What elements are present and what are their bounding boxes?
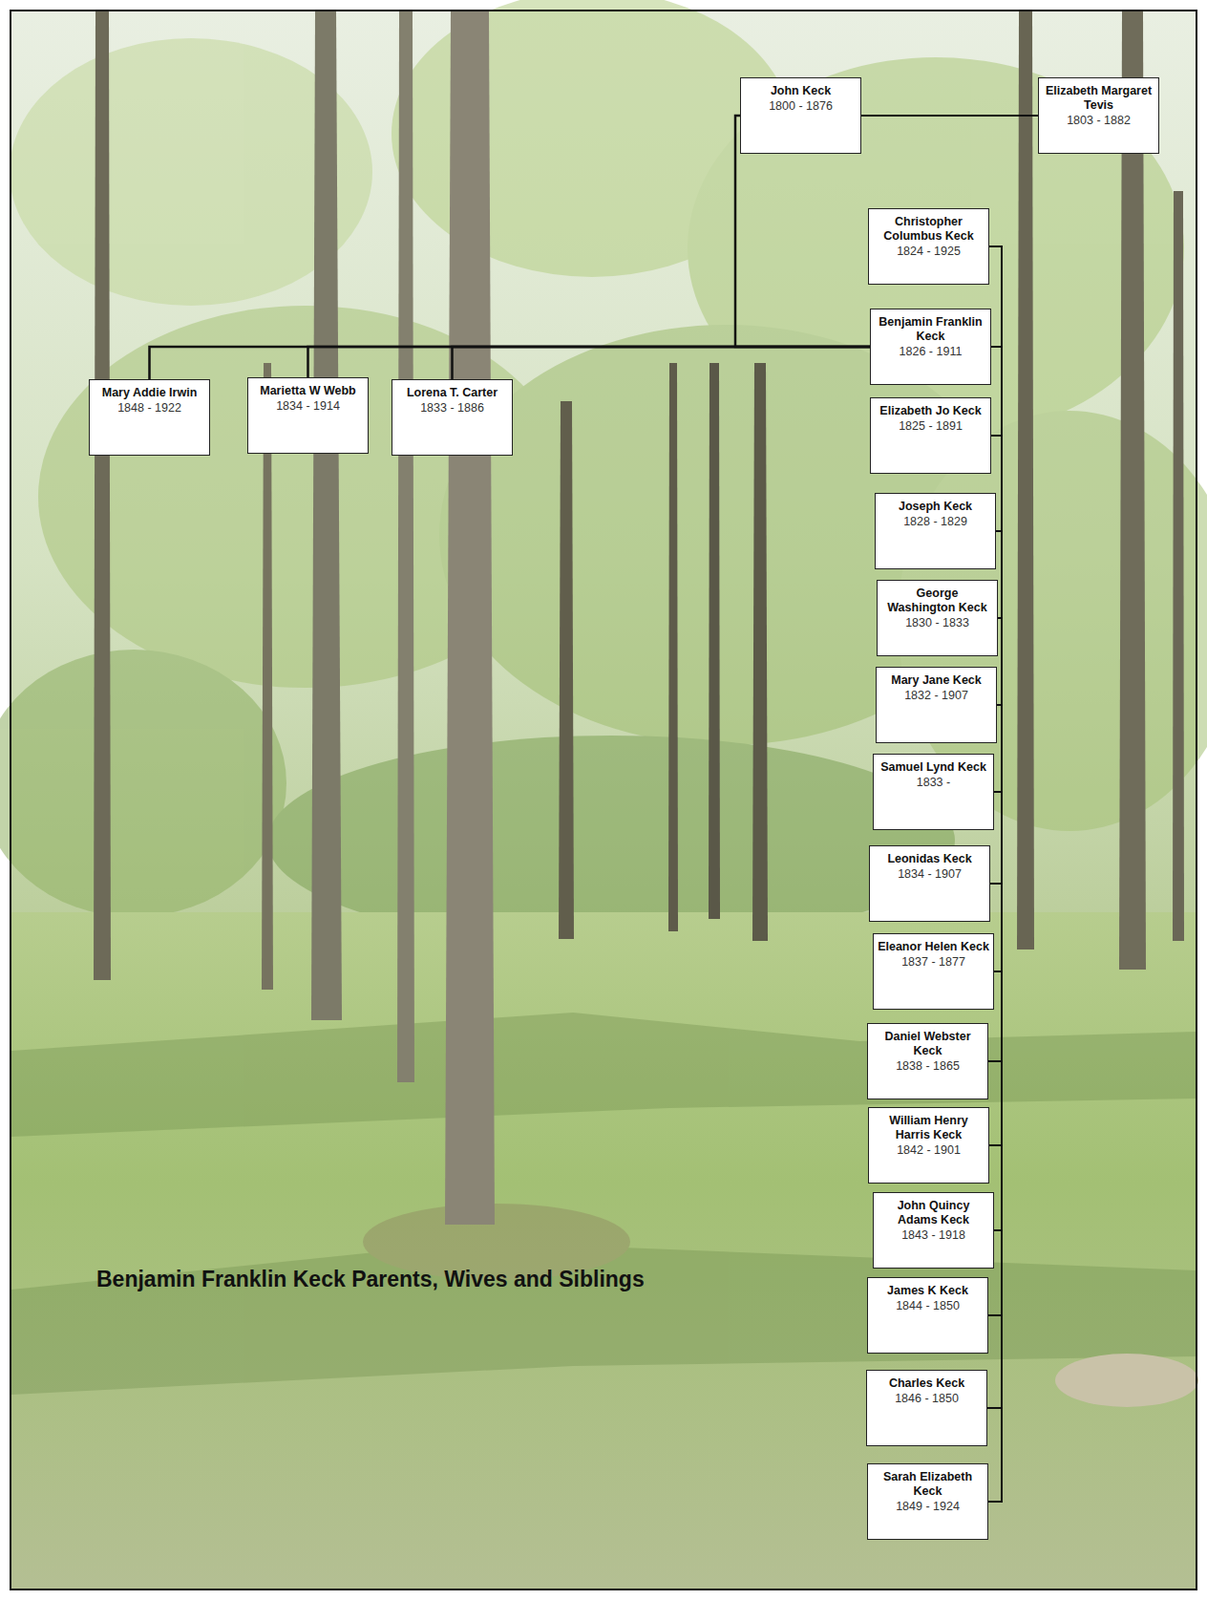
person-box: Mary Addie Irwin1848 - 1922	[88, 379, 211, 456]
sibling-bracket	[988, 1060, 1002, 1145]
tree-trunk	[311, 11, 342, 1020]
family-line	[308, 346, 871, 378]
person-name: Mary Jane Keck	[880, 673, 993, 688]
person-box: George Washington Keck1830 - 1833	[876, 579, 998, 657]
family-line	[452, 346, 871, 380]
person-name: Samuel Lynd Keck	[877, 760, 990, 775]
life-dates: 1800 - 1876	[744, 98, 857, 114]
person-box: Mary Jane Keck1832 - 1907	[875, 666, 997, 743]
tree-trunk	[1016, 11, 1035, 950]
life-dates: 1834 - 1907	[873, 866, 986, 882]
life-dates: 1834 - 1914	[252, 398, 364, 414]
person-name: Sarah Elizabeth Keck	[871, 1469, 984, 1499]
tree-trunk	[708, 362, 720, 919]
tree-trunk	[261, 362, 274, 990]
tree-trunk	[752, 362, 768, 941]
person-box: Joseph Keck1828 - 1829	[874, 492, 996, 570]
life-dates: 1838 - 1865	[871, 1058, 984, 1074]
life-dates: 1824 - 1925	[872, 243, 985, 259]
tree-trunk	[668, 362, 678, 932]
person-name: Daniel Webster Keck	[871, 1029, 984, 1059]
life-dates: 1844 - 1850	[871, 1297, 984, 1313]
marriage-line	[861, 114, 1038, 117]
stone	[1055, 1353, 1199, 1407]
life-dates: 1849 - 1924	[871, 1498, 984, 1514]
person-box: Sarah Elizabeth Keck1849 - 1924	[867, 1462, 989, 1540]
tree-trunks	[93, 11, 1185, 1225]
life-dates: 1837 - 1877	[877, 953, 990, 970]
person-name: James K Keck	[871, 1283, 984, 1298]
diagram-title: Benjamin Franklin Keck Parents, Wives an…	[96, 1266, 645, 1292]
life-dates: 1842 - 1901	[872, 1142, 985, 1158]
person-name: Elizabeth Jo Keck	[874, 403, 987, 419]
person-name: Eleanor Helen Keck	[877, 939, 990, 954]
life-dates: 1830 - 1833	[881, 614, 994, 631]
person-name: John Quincy Adams Keck	[877, 1198, 990, 1228]
person-box: Lorena T. Carter1833 - 1886	[391, 379, 513, 456]
person-box: Elizabeth Jo Keck1825 - 1891	[869, 397, 992, 474]
life-dates: 1848 - 1922	[93, 400, 206, 416]
person-box: Samuel Lynd Keck1833 -	[872, 753, 995, 830]
sibling-bracket	[987, 1314, 1002, 1408]
person-name: Charles Keck	[870, 1376, 983, 1391]
person-box: Christopher Columbus Keck1824 - 1925	[868, 208, 990, 285]
life-dates: 1803 - 1882	[1042, 112, 1155, 128]
tree-trunk	[558, 401, 574, 939]
person-name: George Washington Keck	[881, 586, 994, 615]
tree-trunk	[1172, 190, 1185, 941]
person-name: Lorena T. Carter	[396, 385, 509, 401]
life-dates: 1826 - 1911	[874, 343, 987, 360]
person-name: Mary Addie Irwin	[93, 385, 206, 401]
shadows	[11, 1012, 1196, 1395]
person-box: Marietta W Webb1834 - 1914	[247, 377, 369, 454]
person-name: Christopher Columbus Keck	[872, 214, 985, 244]
tree-trunk	[444, 11, 495, 1225]
person-box: Eleanor Helen Keck1837 - 1877	[872, 932, 995, 1010]
person-box: John Quincy Adams Keck1843 - 1918	[872, 1191, 995, 1269]
person-name: Joseph Keck	[879, 499, 992, 514]
lawn	[11, 911, 1196, 1589]
tree-trunk	[93, 11, 111, 980]
person-box: Charles Keck1846 - 1850	[866, 1369, 988, 1446]
person-box: Daniel Webster Keck1838 - 1865	[867, 1022, 989, 1100]
life-dates: 1843 - 1918	[877, 1227, 990, 1243]
shadow	[11, 1012, 1196, 1137]
person-box: Elizabeth Margaret Tevis1803 - 1882	[1037, 77, 1160, 154]
family-line	[149, 346, 871, 380]
photo-frame	[10, 10, 1197, 1589]
person-name: Benjamin Franklin Keck	[874, 315, 987, 344]
tree-trunk	[1119, 11, 1146, 970]
person-box: John Keck1800 - 1876	[740, 77, 862, 154]
person-name: Leonidas Keck	[873, 851, 986, 867]
person-name: Elizabeth Margaret Tevis	[1042, 84, 1155, 113]
person-name: William Henry Harris Keck	[872, 1113, 985, 1143]
person-box: Benjamin Franklin Keck1826 - 1911	[869, 308, 992, 385]
tree-trunk	[397, 11, 415, 1082]
life-dates: 1846 - 1850	[870, 1390, 983, 1406]
person-name: Marietta W Webb	[252, 383, 364, 399]
sibling-bracket	[991, 346, 1002, 436]
life-dates: 1833 -	[877, 774, 990, 790]
person-box: James K Keck1844 - 1850	[867, 1276, 989, 1354]
life-dates: 1832 - 1907	[880, 687, 993, 703]
person-box: Leonidas Keck1834 - 1907	[868, 845, 991, 922]
life-dates: 1828 - 1829	[879, 513, 992, 530]
person-box: William Henry Harris Keck1842 - 1901	[868, 1106, 990, 1184]
foliage-patch	[0, 649, 287, 917]
person-name: John Keck	[744, 84, 857, 99]
life-dates: 1825 - 1891	[874, 418, 987, 434]
sibling-bracket	[987, 1407, 1002, 1502]
foliage-patch	[439, 324, 1013, 745]
life-dates: 1833 - 1886	[396, 400, 509, 416]
